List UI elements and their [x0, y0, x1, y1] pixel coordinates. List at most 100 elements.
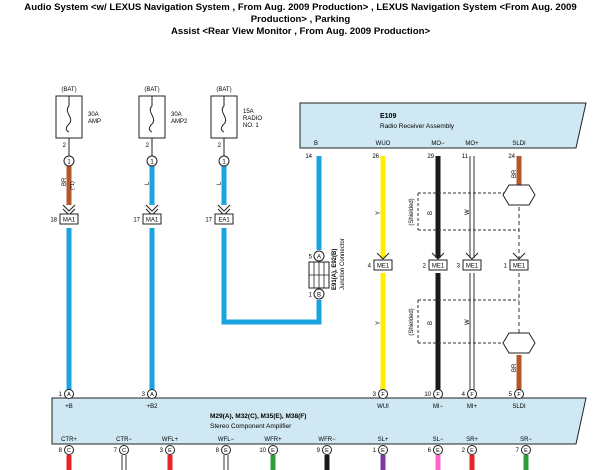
wire-letter-mo-plus-upper: W [465, 209, 471, 215]
amp-bottom-pin-10-letter: E [524, 448, 528, 454]
amp-top-pin-3-num: 3 [373, 392, 377, 398]
wire-letter-sldi-upper: BR [512, 169, 518, 178]
amp-top-pin-5-name: MI+ [467, 404, 478, 410]
receiver-pin-b-name: B [314, 141, 318, 147]
amp-top-pin-4-letter: F [436, 392, 440, 398]
junction-bottom-letter: B [317, 293, 321, 299]
connector-ma1-b-label: MA1 [146, 218, 159, 224]
me1-mo-plus-label: ME1 [466, 264, 479, 270]
shield-ground-hex-upper [502, 184, 536, 206]
amp-bottom-pin-1-letter: C [67, 448, 71, 454]
amp-top-pin-6-name: SLDI [512, 404, 526, 410]
amp-bottom-pin-7-num: 1 [373, 448, 377, 454]
amp-top-pin-4-name: MI− [433, 404, 444, 410]
fuse-icon [220, 105, 227, 133]
amp-bottom-pin-6-num: 9 [317, 448, 321, 454]
fuse-amp2-pin-circle [146, 155, 158, 167]
junction-bottom-pin-circle [313, 288, 325, 300]
shielded-label-lower: (Shielded) [409, 308, 415, 335]
receiver-name: Radio Receiver Assembly [380, 123, 455, 130]
amp-bottom-pin-7-letter: E [381, 448, 385, 454]
amp-top-pin-1-num: 1 [59, 392, 63, 398]
shield-ground-hex-lower [502, 332, 536, 354]
fuse-radio: (BAT) 15A RADIO NO. 1 2 [210, 87, 262, 156]
wire-letters: BR (*1) L L Y Y B B W W BR BR [62, 169, 518, 372]
connector-chevron-icon [376, 252, 390, 260]
connector-chevron-icon [465, 252, 479, 260]
amplifier-box-shape [51, 397, 587, 445]
amp-bottom-pin-2-num: 7 [114, 448, 118, 454]
shield-brackets: (Shielded) (Shielded) [409, 184, 536, 354]
amp-bottom-pin-5-name: WFR+ [264, 437, 282, 443]
junction-top-letter: A [317, 255, 321, 261]
connector-ma1-a-pin: 18 [50, 218, 57, 224]
amp-bottom-pin-1-num: 8 [59, 448, 63, 454]
me1-wuo-label: ME1 [377, 264, 390, 270]
amp-top-pin-4-num: 10 [424, 392, 431, 398]
amp-bottom-pin-9-circle [467, 445, 477, 455]
amp-bottom-pin-1-name: CTR+ [61, 437, 77, 443]
fuse-amp2-name: AMP2 [171, 119, 188, 125]
amp-top-pin-6-circle [514, 389, 524, 399]
fuse-amp2: (BAT) 30A AMP2 2 [138, 87, 188, 156]
fuse-amp-rating: 30A [88, 112, 99, 118]
shielded-label-upper: (Shielded) [409, 198, 415, 225]
amp-top-pin-2-letter: A [150, 392, 154, 398]
receiver-pin-wuo-name: WUO [376, 141, 391, 147]
amp-bottom-pin-10-num: 7 [516, 448, 520, 454]
amp-bottom-pin-6-circle [322, 445, 332, 455]
amp-bottom-pin-4-num: 8 [216, 448, 220, 454]
connector-ma1-b-box [142, 213, 162, 225]
amp-top-pin-1-name: +B [65, 404, 73, 410]
title-line-2: Assist <Rear View Monitor , From Aug. 20… [170, 26, 431, 37]
wire-letter-amp-note: (*1) [70, 181, 76, 190]
amp-bottom-pin-10-name: SR− [520, 437, 532, 443]
amp-bottom-pin-7-circle [378, 445, 388, 455]
amp-top-pin-1-circle [64, 389, 74, 399]
receiver-pin-mo-plus-num: 11 [462, 154, 469, 160]
wire-radio-loop [221, 228, 322, 325]
fuse-radio-bat: (BAT) [216, 87, 231, 93]
connector-chevron-icon [431, 252, 445, 260]
me1-mo-minus-label: ME1 [432, 264, 445, 270]
receiver-pin-b-num: 14 [305, 154, 312, 160]
wire-letter-yellow-lower: Y [376, 321, 382, 325]
connector-ma1-b-pin: 17 [133, 218, 140, 224]
amplifier-top-pins: A 1 +B A 3 +B2 F 3 WUI F 10 MI− F 4 MI+ … [59, 389, 526, 410]
amp-bottom-pin-4-letter: E [224, 448, 228, 454]
amplifier-box: M29(A), M32(C), M35(E), M38(F) Stereo Co… [51, 397, 587, 445]
fuse-amp-pin-circle [63, 155, 75, 167]
amp-bottom-pin-2-circle [119, 445, 129, 455]
amp-bottom-pin-5-num: 10 [259, 448, 266, 454]
fuse-icon [148, 105, 155, 133]
me1-mo-minus-box [428, 259, 448, 271]
junction-name: Junction Connector [340, 238, 346, 290]
amp-top-pin-4-circle [433, 389, 443, 399]
me1-mo-plus-pin: 3 [457, 264, 461, 270]
amplifier-bottom-pins: CTR+ C 8 CTR− C 7 WFL+ E 3 WFL− E 8 WFR+… [59, 437, 532, 470]
connector-ea1-pin: 17 [205, 218, 212, 224]
wire-letter-mo-plus-lower: W [465, 319, 471, 325]
wire-letter-amp: BR [62, 177, 68, 186]
mid-connectors: MA1 18 MA1 17 EA1 17 [50, 204, 234, 225]
fuse-radio-name: RADIO [243, 116, 262, 122]
fuse-radio-rating: 15A [243, 109, 254, 115]
wire-letter-yellow-upper: Y [376, 211, 382, 215]
receiver-pin-sldi-name: SLDI [512, 141, 526, 147]
amp-bottom-pin-4-name: WFL− [218, 437, 235, 443]
connector-ea1-box [214, 213, 234, 225]
amp-bottom-pin-9-letter: E [470, 448, 474, 454]
me1-wuo-box [373, 259, 393, 271]
amp-bottom-pin-3-name: WFL+ [162, 437, 179, 443]
amp-bottom-pin-2-name: CTR− [116, 437, 132, 443]
amp-bottom-pin-9-num: 2 [462, 448, 466, 454]
amp-top-pin-3-circle [378, 389, 388, 399]
page-title: Audio System <w/ LEXUS Navigation System… [0, 2, 601, 38]
connector-chevron-icon [512, 252, 526, 260]
amp-bottom-pin-3-circle [165, 445, 175, 455]
amp-top-pin-1-letter: A [67, 392, 71, 398]
connector-ea1-label: EA1 [218, 218, 230, 224]
title-line-1: Audio System <w/ LEXUS Navigation System… [24, 2, 577, 25]
fuse-amp2-pin-top: 2 [146, 143, 150, 149]
